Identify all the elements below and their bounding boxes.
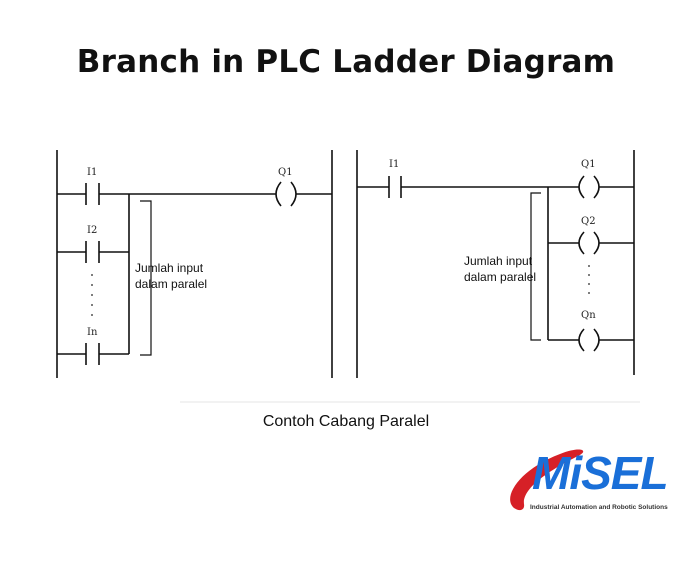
- coil-r-q1-right-arc: [593, 175, 600, 199]
- logo-wordmark: MiSEL: [532, 447, 669, 499]
- bracket-label-line1: Jumlah input: [135, 261, 204, 275]
- coil-q2-right-arc: [593, 231, 600, 255]
- figure-caption: Contoh Cabang Paralel: [262, 413, 430, 430]
- label-input-i2: I2: [87, 225, 97, 236]
- left-bracket: [140, 200, 152, 356]
- bracket-label-line1-right: Jumlah input: [464, 254, 533, 268]
- label-r-output-q1: Q1: [581, 159, 596, 170]
- label-input-i1: I1: [87, 167, 97, 178]
- logo-swoosh-icon: [510, 449, 584, 511]
- diagram-title: Branch in PLC Ladder Diagram: [76, 44, 616, 80]
- right-bracket: [530, 192, 541, 341]
- misel-logo: MiSEL Industrial Automation and Robotic …: [500, 440, 680, 540]
- bracket-label-line2-right: dalam paralel: [464, 270, 536, 284]
- coil-qn-right-arc: [593, 328, 600, 352]
- bracket-label-line2: dalam paralel: [135, 277, 207, 291]
- label-input-in: In: [87, 327, 98, 338]
- coil-qn-left-arc: [578, 328, 585, 352]
- coil-q1-left-arc: [275, 181, 282, 207]
- label-output-q1: Q1: [278, 167, 293, 178]
- coil-r-q1-left-arc: [578, 175, 585, 199]
- right-continuation-dots: [588, 265, 590, 294]
- logo-tagline: Industrial Automation and Robotic Soluti…: [530, 504, 668, 511]
- coil-q1-right-arc: [290, 181, 297, 207]
- label-r-output-qn: Qn: [581, 310, 596, 321]
- label-r-input-i1: I1: [389, 159, 399, 170]
- coil-q2-left-arc: [578, 231, 585, 255]
- label-r-output-q2: Q2: [581, 216, 596, 227]
- left-continuation-dots: [91, 274, 93, 316]
